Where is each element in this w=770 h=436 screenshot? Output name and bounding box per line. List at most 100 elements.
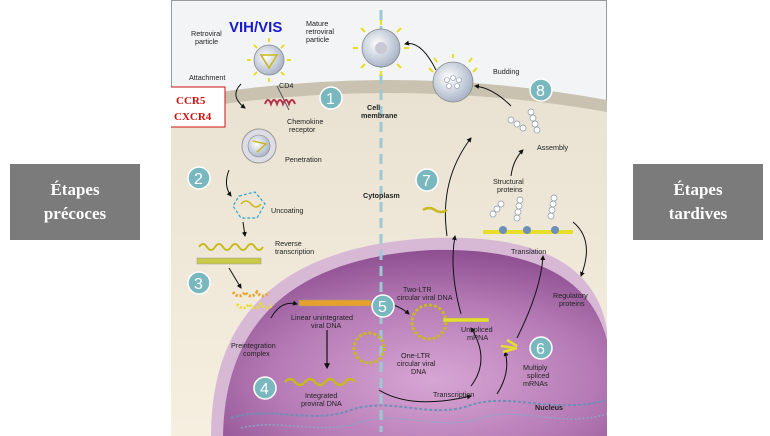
early-stages-line1: Étapes bbox=[50, 180, 100, 199]
step-1: 1 bbox=[319, 86, 343, 110]
mature-particle-label-2: retroviral bbox=[306, 27, 334, 36]
step-3-number: 3 bbox=[194, 276, 203, 293]
spliced-label-1: Multiply bbox=[523, 363, 548, 372]
late-stages-line1: Étapes bbox=[673, 180, 723, 199]
uncoating-capsid-icon bbox=[232, 191, 266, 219]
spliced-label-3: mRNAs bbox=[523, 379, 548, 388]
unspliced-label-1: Unspliced bbox=[461, 325, 493, 334]
budding-virion-icon bbox=[428, 54, 478, 103]
integrated-label-2: proviral DNA bbox=[301, 399, 342, 408]
step-8: 8 bbox=[529, 78, 553, 102]
late-stages-box: Étapes tardives bbox=[633, 164, 763, 240]
cell-membrane-label-2: membrane bbox=[361, 111, 397, 120]
preintegration-label-1: Preintegration bbox=[231, 341, 276, 350]
integrated-label-1: Integrated bbox=[305, 391, 337, 400]
reverse-transcription-label-2: transcription bbox=[275, 247, 314, 256]
arrow-unspliced bbox=[470, 327, 482, 387]
spliced-label-2: spliced bbox=[527, 371, 549, 380]
early-stages-box: Étapes précoces bbox=[10, 164, 140, 240]
unspliced-label-2: mRNA bbox=[467, 333, 488, 342]
step-6-number: 6 bbox=[536, 341, 545, 358]
coreceptor-box bbox=[171, 86, 226, 128]
step-2-number: 2 bbox=[194, 171, 203, 188]
uncoating-label: Uncoating bbox=[271, 206, 303, 215]
arrow-attachment bbox=[235, 83, 246, 109]
one-ltr-label-1: One-LTR bbox=[401, 351, 430, 360]
preintegration-complex-icon bbox=[231, 289, 275, 310]
arrow-unspliced-to-translation bbox=[451, 235, 462, 315]
step-7: 7 bbox=[415, 168, 439, 192]
arrow-to-assembly bbox=[510, 149, 524, 177]
two-ltr-label-2: circular viral DNA bbox=[397, 293, 453, 302]
translation-label: Translation bbox=[511, 247, 546, 256]
structural-label-1: Structural bbox=[493, 177, 524, 186]
chromatin bbox=[230, 399, 607, 419]
nucleus bbox=[223, 249, 607, 436]
structural-proteins-icon bbox=[489, 194, 558, 222]
linear-viral-dna bbox=[298, 299, 372, 307]
two-ltr-label-1: Two-LTR bbox=[403, 285, 432, 294]
cxcr4-label: CXCR4 bbox=[174, 111, 212, 123]
arrow-budding bbox=[474, 83, 512, 107]
mature-particle-label-3: particle bbox=[306, 35, 329, 44]
step-2: 2 bbox=[187, 166, 211, 190]
regulatory-label-1: Regulatory bbox=[553, 291, 588, 300]
late-stages-line2: tardives bbox=[668, 204, 728, 223]
arrow-regulatory bbox=[572, 221, 587, 277]
unspliced-mrna-strand bbox=[442, 317, 490, 323]
genomic-rna-icon bbox=[422, 206, 448, 214]
structural-label-2: proteins bbox=[497, 185, 523, 194]
penetration-label: Penetration bbox=[285, 155, 322, 164]
title-text: VIH/VIS bbox=[229, 19, 282, 36]
arrow-spliced bbox=[496, 351, 509, 395]
cell-membrane-label-1: Cell bbox=[367, 103, 380, 112]
retroviral-particle-label-2: particle bbox=[195, 37, 218, 46]
arrow-uncoating bbox=[225, 169, 232, 197]
cd4-receptor bbox=[276, 85, 290, 111]
mature-particle-label-1: Mature bbox=[306, 19, 328, 28]
chemokine-label-1: Chemokine bbox=[287, 117, 323, 126]
step-8-number: 8 bbox=[536, 83, 545, 100]
ribosome-strand-icon bbox=[483, 226, 573, 234]
step-4-number: 4 bbox=[260, 381, 269, 398]
retroviral-particle-label-1: Retroviral bbox=[191, 29, 222, 38]
step-3: 3 bbox=[187, 271, 211, 295]
chromatin-2 bbox=[240, 413, 607, 429]
one-ltr-label-2: circular viral bbox=[397, 359, 436, 368]
arrow-maturation bbox=[404, 40, 437, 71]
mature-retroviral-particle-icon bbox=[353, 20, 409, 76]
step-5: 5 bbox=[371, 294, 395, 318]
step-7-number: 7 bbox=[422, 173, 431, 190]
preintegration-label-2: complex bbox=[243, 349, 270, 358]
retroviral-particle-icon bbox=[247, 38, 291, 82]
one-ltr-label-3: DNA bbox=[411, 367, 426, 376]
ccr5-label: CCR5 bbox=[176, 95, 206, 107]
reverse-transcription-label-1: Reverse bbox=[275, 239, 302, 248]
linear-dna-label-2: viral DNA bbox=[311, 321, 342, 330]
arrow-preintegration bbox=[228, 267, 242, 289]
transcription-label: Transcription bbox=[433, 390, 474, 399]
viral-rna-strand bbox=[198, 243, 264, 251]
chemokine-receptor-icon bbox=[264, 99, 296, 107]
assembly-icon bbox=[507, 108, 541, 134]
arrow-spliced-to-translation bbox=[516, 255, 546, 339]
nucleus-label: Nucleus bbox=[535, 403, 563, 412]
early-stages-line2: précoces bbox=[43, 204, 107, 223]
cytoplasm-label: Cytoplasm bbox=[363, 191, 400, 200]
regulatory-label-2: proteins bbox=[559, 299, 585, 308]
step-6: 6 bbox=[529, 336, 553, 360]
step-1-number: 1 bbox=[326, 91, 335, 108]
assembly-label: Assembly bbox=[537, 143, 569, 152]
chemokine-label-2: receptor bbox=[289, 125, 316, 134]
integrated-provirus bbox=[284, 377, 356, 387]
one-ltr-circle-icon bbox=[352, 331, 386, 365]
step-5-number: 5 bbox=[378, 299, 387, 316]
arrow-reverse-transcription bbox=[241, 221, 247, 237]
cd4-label: CD4 bbox=[279, 81, 293, 90]
step-4: 4 bbox=[253, 376, 277, 400]
viral-dna-strand bbox=[196, 257, 262, 265]
arrow-transcription bbox=[378, 389, 472, 403]
spliced-mrna-strands bbox=[500, 338, 518, 354]
hiv-replication-cycle-diagram: VIH/VIS Retroviral particle Mature retro… bbox=[171, 0, 607, 436]
arrow-genome-to-assembly bbox=[444, 137, 472, 237]
